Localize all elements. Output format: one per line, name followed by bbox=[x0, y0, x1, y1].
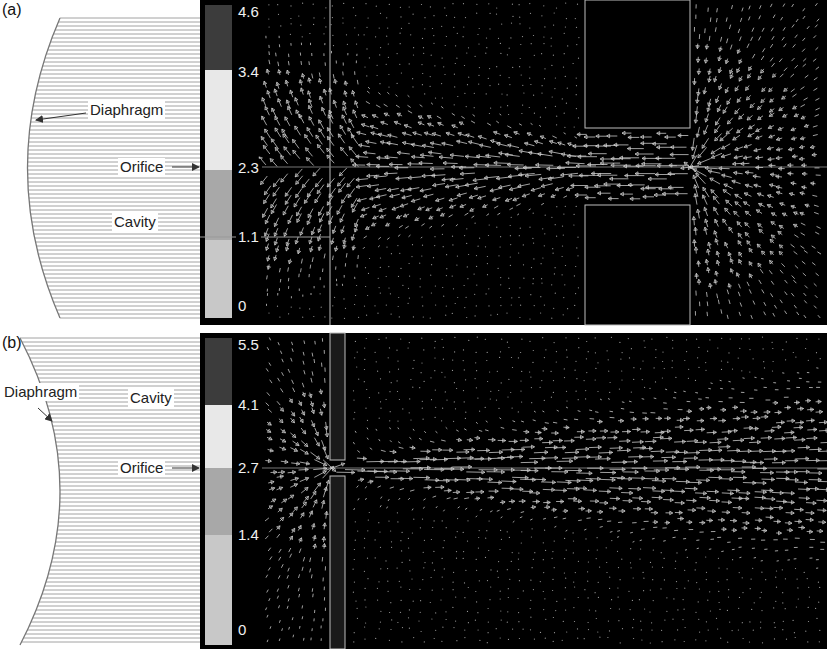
flow-field bbox=[200, 0, 827, 325]
panel-label: (a) bbox=[2, 1, 22, 19]
scale-value: 0 bbox=[236, 297, 248, 315]
color-bar bbox=[205, 5, 232, 318]
color-bar bbox=[205, 338, 232, 645]
scale-value: 1.4 bbox=[236, 526, 261, 544]
scale-value: 1.1 bbox=[236, 228, 261, 246]
part-label: Cavity bbox=[112, 213, 158, 231]
scale-value: 5.5 bbox=[236, 336, 261, 354]
domain-lines bbox=[262, 333, 827, 649]
panel-label: (b) bbox=[2, 334, 22, 352]
part-label: Diaphragm bbox=[88, 101, 165, 119]
scale-value: 4.1 bbox=[236, 396, 261, 414]
part-label: Diaphragm bbox=[2, 383, 79, 401]
velocity-vectors bbox=[259, 3, 827, 644]
part-label: Cavity bbox=[128, 389, 174, 407]
scale-value: 4.6 bbox=[236, 3, 261, 21]
domain-lines bbox=[200, 0, 827, 325]
scale-value: 0 bbox=[236, 621, 248, 639]
scale-value: 2.3 bbox=[236, 159, 261, 177]
scale-value: 3.4 bbox=[236, 63, 261, 81]
leader-line bbox=[36, 113, 199, 468]
part-label: Orifice bbox=[118, 459, 165, 477]
cavity-hatch bbox=[28, 22, 201, 318]
part-label: Orifice bbox=[118, 158, 165, 176]
flow-field bbox=[200, 333, 827, 649]
scale-value: 2.7 bbox=[236, 459, 261, 477]
diaphragm-outline bbox=[28, 18, 61, 318]
cavity-hatch bbox=[60, 18, 200, 19]
